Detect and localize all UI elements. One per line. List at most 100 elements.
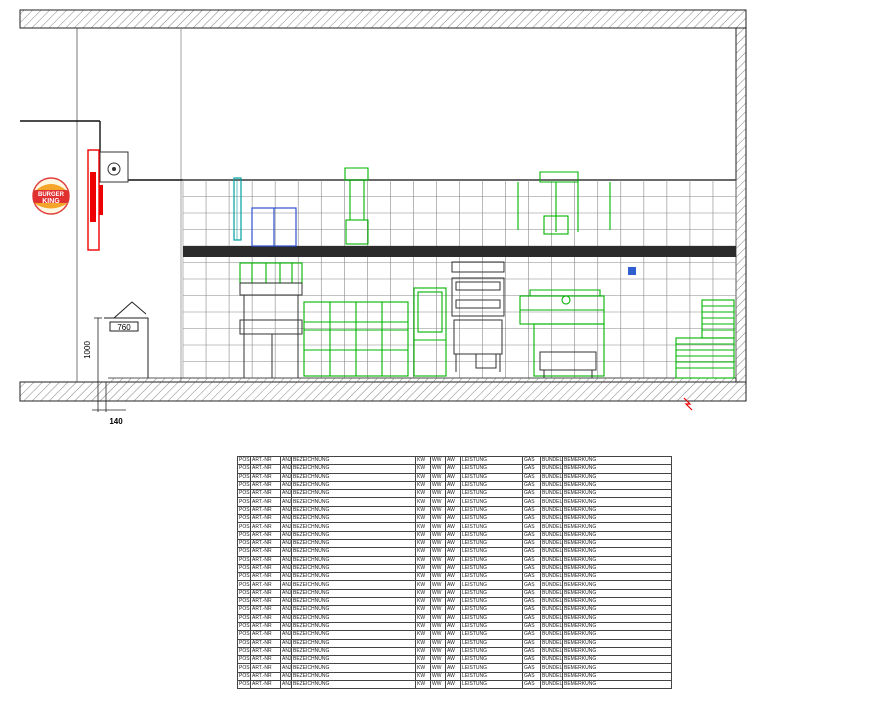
table-cell: ART.-NR: [250, 505, 281, 516]
table-cell: POS: [237, 613, 251, 623]
table-cell: ANZ: [280, 655, 292, 665]
table-cell: WW: [430, 597, 446, 607]
table-cell: ANZ: [280, 505, 292, 516]
table-cell: BEMERKUNG: [562, 530, 672, 540]
table-cell: GAS: [522, 547, 541, 557]
table-cell: AW: [445, 480, 461, 491]
floor-strip: [108, 378, 736, 382]
table-cell: AW: [445, 646, 461, 657]
upper-hood-left: [344, 167, 369, 245]
table-cell: BEMERKUNG: [562, 663, 672, 673]
table-cell: BEMERKUNG: [562, 514, 672, 524]
table-cell: BEMERKUNG: [562, 472, 672, 482]
table-cell: BEZEICHNUNG: [291, 464, 416, 474]
table-cell: BÜNDEL: [540, 480, 563, 491]
table-cell: LEISTUNG: [460, 505, 523, 516]
table-cell: AW: [445, 671, 461, 682]
table-cell: WW: [430, 605, 446, 615]
table-cell: BEZEICHNUNG: [291, 613, 416, 623]
table-cell: KW: [415, 555, 431, 565]
table-cell: POS: [237, 455, 251, 466]
table-cell: BEZEICHNUNG: [291, 489, 416, 499]
table-cell: ANZ: [280, 489, 292, 499]
table-cell: KW: [415, 597, 431, 607]
table-cell: BEMERKUNG: [562, 455, 672, 466]
table-cell: AW: [445, 522, 461, 532]
table-cell: ART.-NR: [250, 621, 281, 632]
table-cell: KW: [415, 613, 431, 623]
table-cell: AW: [445, 555, 461, 565]
table-cell: BEZEICHNUNG: [291, 514, 416, 524]
table-cell: GAS: [522, 464, 541, 474]
table-cell: KW: [415, 655, 431, 665]
table-cell: BÜNDEL: [540, 514, 563, 524]
fryer-unit-right-base: [539, 351, 597, 378]
table-cell: GAS: [522, 555, 541, 565]
table-cell: ART.-NR: [250, 638, 281, 648]
table-cell: BÜNDEL: [540, 621, 563, 632]
table-cell: AW: [445, 514, 461, 524]
table-cell: WW: [430, 588, 446, 599]
table-cell: POS: [237, 522, 251, 532]
table-cell: BÜNDEL: [540, 522, 563, 532]
table-cell: POS: [237, 538, 251, 549]
table-cell: KW: [415, 464, 431, 474]
table-cell: AW: [445, 464, 461, 474]
table-cell: POS: [237, 605, 251, 615]
table-cell: BÜNDEL: [540, 455, 563, 466]
table-cell: BÜNDEL: [540, 464, 563, 474]
table-cell: BEZEICHNUNG: [291, 671, 416, 682]
table-cell: AW: [445, 530, 461, 540]
table-cell: BÜNDEL: [540, 555, 563, 565]
table-cell: POS: [237, 663, 251, 673]
table-cell: ART.-NR: [250, 489, 281, 499]
table-cell: ART.-NR: [250, 580, 281, 590]
table-cell: LEISTUNG: [460, 563, 523, 574]
table-cell: GAS: [522, 480, 541, 491]
broiler: [451, 261, 505, 372]
table-cell: POS: [237, 472, 251, 482]
table-cell: BEMERKUNG: [562, 613, 672, 623]
table-cell: BEZEICHNUNG: [291, 580, 416, 590]
table-cell: ART.-NR: [250, 630, 281, 640]
table-cell: LEISTUNG: [460, 621, 523, 632]
table-cell: BÜNDEL: [540, 663, 563, 673]
table-cell: KW: [415, 522, 431, 532]
table-cell: LEISTUNG: [460, 555, 523, 565]
table-cell: LEISTUNG: [460, 480, 523, 491]
table-cell: LEISTUNG: [460, 455, 523, 466]
table-cell: BEMERKUNG: [562, 638, 672, 648]
table-cell: KW: [415, 646, 431, 657]
table-cell: POS: [237, 597, 251, 607]
table-cell: KW: [415, 605, 431, 615]
table-cell: POS: [237, 679, 251, 690]
table-cell: ANZ: [280, 572, 292, 582]
table-cell: ANZ: [280, 455, 292, 466]
table-cell: BÜNDEL: [540, 679, 563, 690]
table-cell: BÜNDEL: [540, 580, 563, 590]
table-cell: BEZEICHNUNG: [291, 621, 416, 632]
table-cell: GAS: [522, 489, 541, 499]
table-cell: BÜNDEL: [540, 472, 563, 482]
table-cell: KW: [415, 489, 431, 499]
table-cell: ANZ: [280, 472, 292, 482]
table-cell: LEISTUNG: [460, 671, 523, 682]
table-cell: GAS: [522, 497, 541, 507]
table-cell: GAS: [522, 621, 541, 632]
table-cell: BEMERKUNG: [562, 464, 672, 474]
table-cell: BEZEICHNUNG: [291, 630, 416, 640]
table-cell: ANZ: [280, 464, 292, 474]
table-cell: AW: [445, 663, 461, 673]
table-cell: WW: [430, 663, 446, 673]
table-cell: GAS: [522, 663, 541, 673]
table-cell: POS: [237, 489, 251, 499]
table-cell: AW: [445, 472, 461, 482]
table-cell: ANZ: [280, 538, 292, 549]
